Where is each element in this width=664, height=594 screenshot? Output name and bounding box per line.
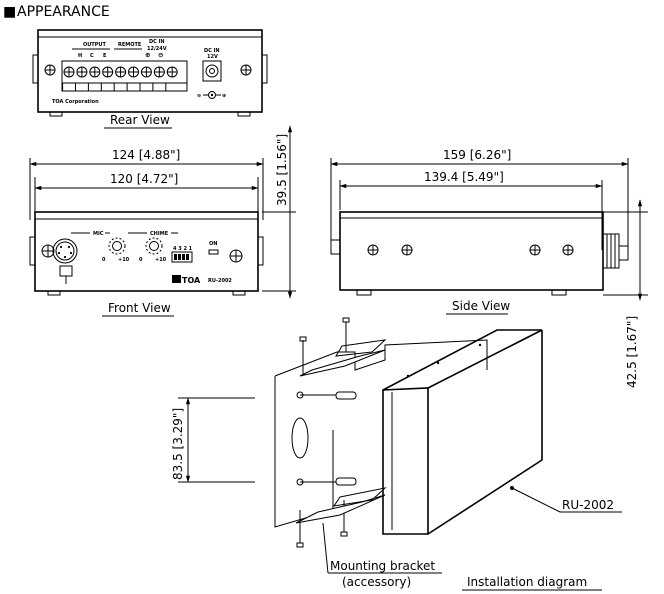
dim-height: 39.5 [1.56"]: [275, 134, 289, 206]
bottom-bracket: [295, 494, 386, 524]
wall-plate: [274, 376, 334, 528]
dc-in-label: DC IN: [149, 39, 165, 45]
side-rear-connector: [330, 239, 341, 255]
screw-top-1: [299, 336, 307, 375]
toa-logo: [172, 275, 181, 283]
screw-top-2: [342, 317, 350, 352]
model-callout-line: [511, 487, 561, 513]
rear-view: OUTPUT REMOTE DC IN 12/24V H C E ⊕ ⊖ DC …: [32, 29, 268, 129]
mic-label: MIC: [93, 231, 104, 237]
bracket-callout-line: [322, 522, 329, 574]
installation-diagram: 83.5 [3.29"]: [171, 317, 622, 591]
power-on-label: ON: [209, 241, 217, 247]
dc-in-range: 12/24V: [147, 46, 167, 52]
header-title: APPEARANCE: [17, 4, 110, 20]
mic-jack: [52, 238, 78, 264]
unit-side-face: [427, 330, 543, 535]
top-bracket: [299, 349, 386, 377]
header-marker: ■: [3, 4, 16, 20]
chime-knob-max: +10: [155, 257, 167, 263]
model-callout-dot: [510, 486, 514, 490]
bracket-callout-line2: (accessory): [342, 575, 411, 589]
dim-body-width: 120 [4.72"]: [110, 172, 178, 186]
screw-bottom-2: [340, 500, 348, 537]
terminal-e: E: [103, 53, 107, 59]
side-view: 159 [6.26"] 139.4 [5.49"] Side View 42.5…: [330, 148, 648, 388]
dim-side-height: 42.5 [1.67"]: [625, 316, 639, 388]
dip-switch: [171, 251, 193, 263]
dim-bracket-height: 83.5 [3.29"]: [171, 408, 185, 480]
chime-knob-min: 0: [139, 257, 143, 263]
wall-hole: [291, 417, 309, 459]
chime-volume-knob: [145, 237, 163, 255]
terminal-h: H: [78, 53, 82, 59]
remote-label: REMOTE: [118, 42, 142, 48]
dc-in-jack-label: DC IN: [204, 48, 220, 54]
front-view: 124 [4.88"] 120 [4.72"] MIC CHIME 0 +10 …: [29, 148, 264, 317]
front-view-caption: Front View: [108, 301, 171, 315]
front-model: RU-2002: [208, 278, 232, 284]
mic-knob-max: +10: [118, 257, 130, 263]
side-view-caption: Side View: [452, 299, 510, 313]
dim-overall-depth: 159 [6.26"]: [443, 148, 511, 162]
dc-minus-sign: ⊖: [158, 51, 163, 59]
unit-front-face: [382, 387, 429, 535]
power-led: [208, 249, 219, 255]
polarity-plus: ⊕: [222, 93, 226, 99]
front-brand: TOA: [182, 276, 201, 285]
screw-mid-2: [300, 477, 357, 486]
screw-mid-1: [300, 391, 357, 400]
installation-caption: Installation diagram: [467, 575, 587, 589]
dim-body-depth: 139.4 [5.49"]: [424, 170, 504, 184]
rear-view-caption: Rear View: [110, 113, 170, 127]
unit-top-face: [382, 329, 543, 391]
output-label: OUTPUT: [83, 42, 106, 48]
dc-plus-sign: ⊕: [145, 51, 150, 59]
bracket-callout-line1: Mounting bracket: [330, 559, 435, 573]
model-callout: RU-2002: [562, 498, 614, 512]
mic-volume-knob: [108, 237, 126, 255]
dc-in-jack-voltage: 12V: [207, 54, 218, 60]
terminal-c: C: [90, 53, 94, 59]
screw-bottom-1: [296, 510, 304, 548]
section-header: ■ APPEARANCE: [3, 4, 110, 20]
mic-knob-min: 0: [102, 257, 106, 263]
height-dimension: 39.5 [1.56"]: [262, 125, 296, 299]
polarity-minus: ⊖: [197, 93, 201, 99]
maker-label: TOA Corporation: [52, 99, 99, 105]
chime-label: CHIME: [150, 231, 169, 237]
dip-switch-label: 4 3 2 1: [173, 246, 193, 252]
dc-in-jack: [202, 60, 222, 82]
dim-overall-width: 124 [4.88"]: [112, 148, 180, 162]
terminal-screws: [63, 66, 178, 78]
